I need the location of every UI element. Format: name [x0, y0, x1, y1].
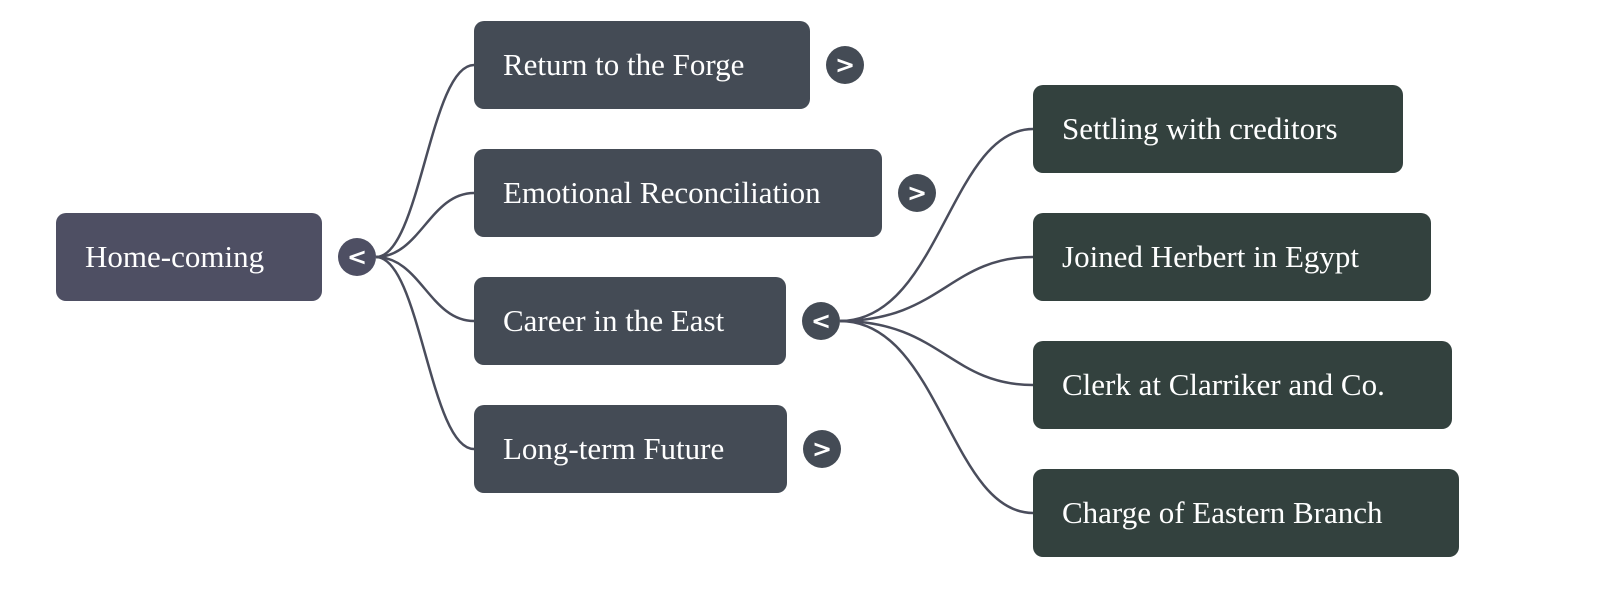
expand-toggle-long-term-future[interactable]: > — [803, 430, 841, 468]
link-career-to-clerk-at-clarriker — [839, 319, 1034, 387]
node-home-coming[interactable]: Home-coming — [56, 213, 322, 301]
node-clerk-at-clarriker-and-co[interactable]: Clerk at Clarriker and Co. — [1033, 341, 1452, 429]
node-charge-of-eastern-branch[interactable]: Charge of Eastern Branch — [1033, 469, 1459, 557]
node-joined-herbert-in-egypt[interactable]: Joined Herbert in Egypt — [1033, 213, 1431, 301]
link-root-to-emotional-reconciliation — [375, 191, 475, 259]
expand-toggle-return-to-the-forge[interactable]: > — [826, 46, 864, 84]
node-label: Clerk at Clarriker and Co. — [1062, 367, 1385, 402]
chevron-left-icon: < — [810, 307, 832, 335]
chevron-left-icon: < — [346, 243, 368, 271]
collapse-toggle-home-coming[interactable]: < — [338, 238, 376, 276]
link-root-to-return-to-the-forge — [375, 63, 475, 259]
node-return-to-the-forge[interactable]: Return to the Forge — [474, 21, 810, 109]
node-career-in-the-east[interactable]: Career in the East — [474, 277, 786, 365]
chevron-right-icon: > — [906, 179, 928, 207]
node-label: Joined Herbert in Egypt — [1062, 239, 1360, 274]
chevron-right-icon: > — [834, 51, 856, 79]
node-label: Long-term Future — [503, 431, 725, 466]
expand-toggle-emotional-reconciliation[interactable]: > — [898, 174, 936, 212]
node-label: Emotional Reconciliation — [503, 175, 821, 210]
node-label: Return to the Forge — [503, 47, 745, 82]
link-root-to-long-term-future — [375, 255, 475, 451]
link-career-to-charge-of-eastern-branch — [839, 319, 1034, 515]
node-label: Charge of Eastern Branch — [1062, 495, 1383, 530]
node-settling-with-creditors[interactable]: Settling with creditors — [1033, 85, 1403, 173]
node-long-term-future[interactable]: Long-term Future — [474, 405, 787, 493]
collapse-toggle-career-in-the-east[interactable]: < — [802, 302, 840, 340]
link-career-to-joined-herbert — [839, 255, 1034, 323]
node-emotional-reconciliation[interactable]: Emotional Reconciliation — [474, 149, 882, 237]
link-career-to-settling-with-creditors — [839, 127, 1034, 323]
link-root-to-career-in-the-east — [375, 255, 475, 323]
node-label: Home-coming — [85, 239, 265, 274]
node-label: Career in the East — [503, 303, 725, 338]
node-label: Settling with creditors — [1062, 111, 1338, 146]
chevron-right-icon: > — [811, 435, 833, 463]
